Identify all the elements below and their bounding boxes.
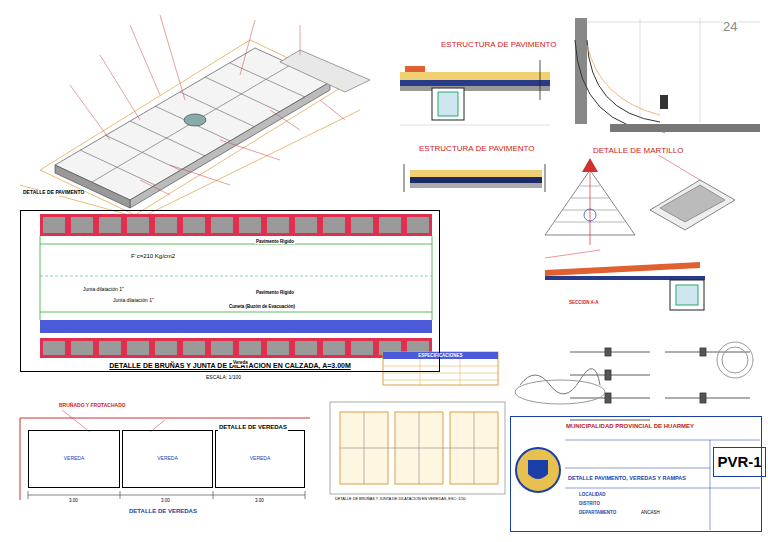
sidewalk-panel: VEREDA	[28, 430, 120, 488]
drawing-label: DETALLE DE MARTILLO	[592, 146, 684, 155]
drawing-label: DETALLE DE BRUÑAS Y JUNTA DE DILATACION …	[334, 497, 467, 501]
node-text: VEREDA	[157, 456, 178, 462]
title-block: MUNICIPALIDAD PROVINCIAL DE HUARMEY DETAL…	[510, 416, 762, 532]
pavement-isometric	[20, 15, 370, 218]
drawing-label: DETALLE DE PAVIMENTO	[22, 190, 85, 196]
joint-details	[570, 348, 750, 420]
curb-corner-detail	[575, 18, 760, 132]
joint-panel	[323, 217, 345, 233]
drawing-label: Junta dilatación 1"	[112, 298, 155, 304]
joint-panel	[379, 217, 401, 233]
stamps	[515, 342, 753, 404]
drawing-label: DEPARTAMENTO	[578, 510, 617, 515]
drawing-label: DETALLE DE VEREDAS	[128, 508, 198, 515]
sidewalk-panel: VEREDA	[215, 430, 305, 488]
joint-panel	[211, 341, 233, 355]
drawing-label: F´c=210 Kg/cm2	[130, 253, 176, 260]
drawing-label: SECCION A-A	[568, 300, 600, 305]
joint-plan	[40, 214, 432, 358]
joint-panel	[99, 341, 121, 355]
joint-panel	[183, 341, 205, 355]
joint-panel	[155, 341, 177, 355]
drawing-label: LOCALIDAD	[578, 492, 607, 497]
joint-panel	[127, 217, 149, 233]
node-text: MUNICIPALIDAD PROVINCIAL DE HUARMEY	[566, 423, 694, 430]
joint-panel	[211, 217, 233, 233]
pavement-section	[404, 164, 545, 192]
joint-panel	[295, 341, 317, 355]
joint-panel	[351, 341, 373, 355]
drawing-label: Cuneta (Buzón de Evacuación)	[228, 304, 296, 309]
drawing-label: DISTRITO	[578, 501, 601, 506]
drawing-label: ESCALA: 1/100	[205, 375, 242, 381]
drawing-label: ANCASH	[640, 510, 661, 515]
sidewalk-panel: VEREDA	[122, 430, 213, 488]
drawing-label: Junta dilatación 1"	[82, 287, 125, 293]
joint-panel	[127, 341, 149, 355]
joint-panel	[71, 341, 93, 355]
ramp-section	[545, 250, 705, 310]
node-text: PVR-1	[717, 453, 761, 470]
sheet-title: DETALLE PAVIMENTO, VEREDAS Y RAMPAS	[566, 471, 711, 485]
drawing-label: 3.00	[68, 498, 79, 503]
joint-panel	[99, 217, 121, 233]
node-text: VEREDA	[64, 456, 85, 462]
drawing-label: Pavimento Rigido	[255, 239, 295, 244]
drawing-label: ESTRUCTURA DE PAVIMENTO	[440, 40, 558, 49]
joint-panel	[267, 341, 289, 355]
joint-panel	[183, 217, 205, 233]
joint-panel	[239, 217, 261, 233]
spec-table: ESPECIFICACIONES	[383, 352, 498, 385]
node-text: DETALLE PAVIMENTO, VEREDAS Y RAMPAS	[568, 475, 686, 481]
joint-panel	[43, 341, 65, 355]
pavement-section	[400, 60, 550, 125]
drawing-label: 24	[722, 20, 738, 35]
drawing-label: Pavimento Rigido	[255, 290, 295, 295]
node-text: DETALLE DE BRUÑAS Y JUNTA DE DILATACION …	[107, 362, 353, 370]
drawing-label: 3.00	[254, 498, 265, 503]
joint-panel	[239, 341, 261, 355]
joint-panel	[407, 217, 429, 233]
drawing-label: 3.00	[160, 498, 171, 503]
ramp-plan	[545, 150, 735, 245]
node-text: ESPECIFICACIONES	[418, 353, 462, 358]
sidewalk-joint-detail	[330, 402, 505, 494]
joint-panel	[267, 217, 289, 233]
joint-panel	[295, 217, 317, 233]
sheet-number: PVR-1	[713, 447, 766, 477]
drawing-label: Vereda	[232, 360, 249, 365]
spec-table	[383, 352, 498, 385]
joint-panel	[323, 341, 345, 355]
drawing-label: BRUÑADO Y FROTACHADO	[58, 403, 127, 409]
drawing-label: ESTRUCTURA DE PAVIMENTO	[418, 144, 536, 153]
joint-panel	[43, 217, 65, 233]
joint-panel	[155, 217, 177, 233]
joint-panel	[351, 217, 373, 233]
joint-panel	[71, 217, 93, 233]
drawing-label: DETALLE DE VEREDAS	[218, 424, 288, 431]
node-text: VEREDA	[250, 456, 271, 462]
sidewalk-plan	[20, 410, 310, 500]
